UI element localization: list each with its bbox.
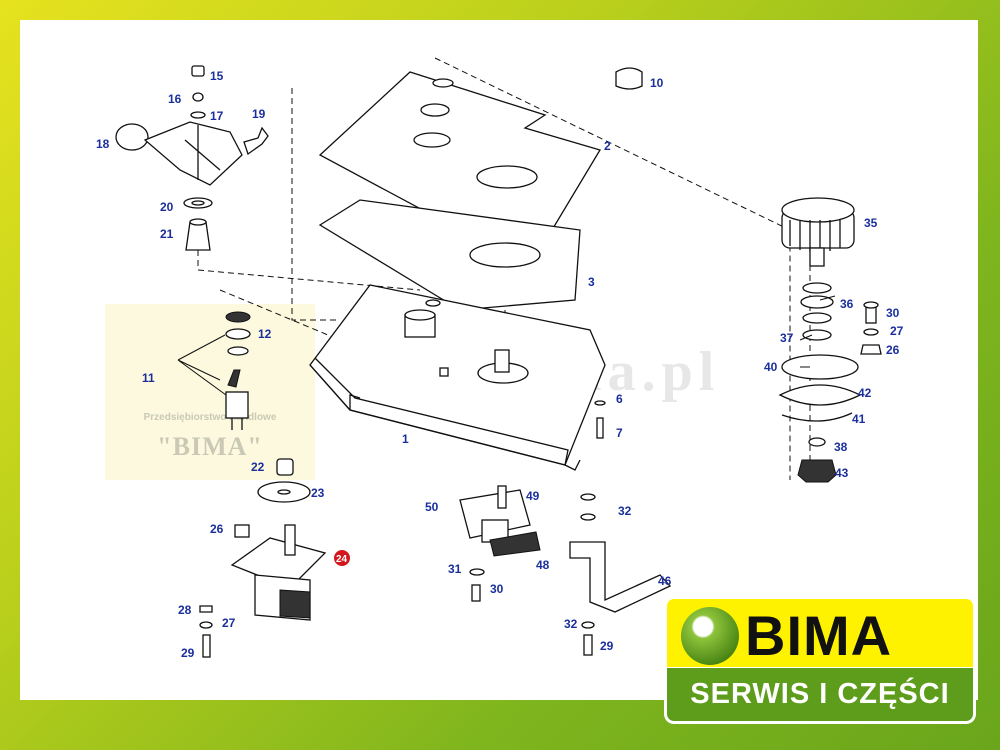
label-6: 6 xyxy=(616,392,623,406)
diagram-sheet: Przedsiębiorstwo Handlowe "BIMA" www.bim… xyxy=(20,20,978,700)
label-2: 2 xyxy=(604,139,611,153)
label-7: 7 xyxy=(616,426,623,440)
part-24-highlight xyxy=(334,550,350,566)
label-32-lower: 32 xyxy=(564,617,578,631)
cap-10 xyxy=(615,67,643,90)
bracket-assembly xyxy=(569,493,672,656)
logo-bottom-band: SERWIS I CZĘŚCI xyxy=(664,668,976,724)
label-46: 46 xyxy=(658,574,672,588)
label-19: 19 xyxy=(252,107,266,121)
label-43: 43 xyxy=(835,466,849,480)
label-12: 12 xyxy=(258,327,272,341)
watermark-company: Przedsiębiorstwo Handlowe xyxy=(143,412,277,423)
label-23: 23 xyxy=(311,486,325,500)
knob-assembly xyxy=(778,197,862,483)
label-21: 21 xyxy=(160,227,174,241)
housing-boss-top xyxy=(404,309,436,321)
label-22: 22 xyxy=(251,460,265,474)
label-32-upper: 32 xyxy=(618,504,632,518)
motor-assembly xyxy=(199,458,327,658)
label-49: 49 xyxy=(526,489,540,503)
label-3: 3 xyxy=(588,275,595,289)
label-37: 37 xyxy=(780,331,794,345)
housing-edge xyxy=(309,357,569,466)
label-29-left: 29 xyxy=(181,646,195,660)
watermark-name: "BIMA" xyxy=(157,432,263,461)
label-30-center: 30 xyxy=(490,582,504,596)
label-20: 20 xyxy=(160,200,174,214)
watermark-panel xyxy=(105,304,315,480)
toggle-switch-assembly xyxy=(225,311,251,430)
label-31: 31 xyxy=(448,562,462,576)
label-50: 50 xyxy=(425,500,439,514)
label-27-left: 27 xyxy=(222,616,236,630)
housing-nut xyxy=(439,367,449,377)
plate-hole xyxy=(432,78,454,88)
exploded-parts-diagram: 1 2 3 6 7 10 11 12 15 16 17 18 19 20 21 … xyxy=(96,57,904,660)
housing-washer xyxy=(425,299,441,307)
label-11: 11 xyxy=(142,371,155,385)
label-36: 36 xyxy=(840,297,854,311)
label-1: 1 xyxy=(402,432,409,446)
label-15: 15 xyxy=(210,69,224,83)
label-48: 48 xyxy=(536,558,550,572)
label-10: 10 xyxy=(650,76,664,90)
housing-foot xyxy=(349,394,361,410)
center-actuator xyxy=(459,400,606,602)
logo-top-band: BIMA xyxy=(664,596,976,670)
label-40: 40 xyxy=(764,360,778,374)
label-41: 41 xyxy=(852,412,866,426)
logo-brand: BIMA xyxy=(745,604,893,667)
label-29-right: 29 xyxy=(600,639,614,653)
logo-tagline: SERWIS I CZĘŚCI xyxy=(690,678,950,710)
label-26-right: 26 xyxy=(886,343,900,357)
label-17: 17 xyxy=(210,109,224,123)
plate-hole xyxy=(413,132,451,148)
label-42: 42 xyxy=(858,386,872,400)
housing-foot xyxy=(564,459,581,471)
label-38: 38 xyxy=(834,440,848,454)
label-35: 35 xyxy=(864,216,878,230)
right-hardware xyxy=(860,301,882,355)
label-16: 16 xyxy=(168,92,182,106)
lever-assembly xyxy=(115,65,269,251)
label-28: 28 xyxy=(178,603,192,617)
bima-logo: BIMA SERWIS I CZĘŚCI xyxy=(664,596,976,724)
label-24: 24 xyxy=(336,554,348,565)
label-26-left: 26 xyxy=(210,522,224,536)
plate-hole xyxy=(420,103,450,117)
logo-ball-icon xyxy=(681,607,739,665)
gasket-hole xyxy=(469,242,541,268)
part-labels: 1 2 3 6 7 10 11 12 15 16 17 18 19 20 21 … xyxy=(96,69,904,660)
housing-shaft xyxy=(494,349,510,373)
gasket-3 xyxy=(318,199,581,311)
label-30-right: 30 xyxy=(886,306,900,320)
leader-lines xyxy=(177,295,836,396)
label-27-right: 27 xyxy=(890,324,904,338)
label-18: 18 xyxy=(96,137,110,151)
plate-hole xyxy=(476,165,538,189)
